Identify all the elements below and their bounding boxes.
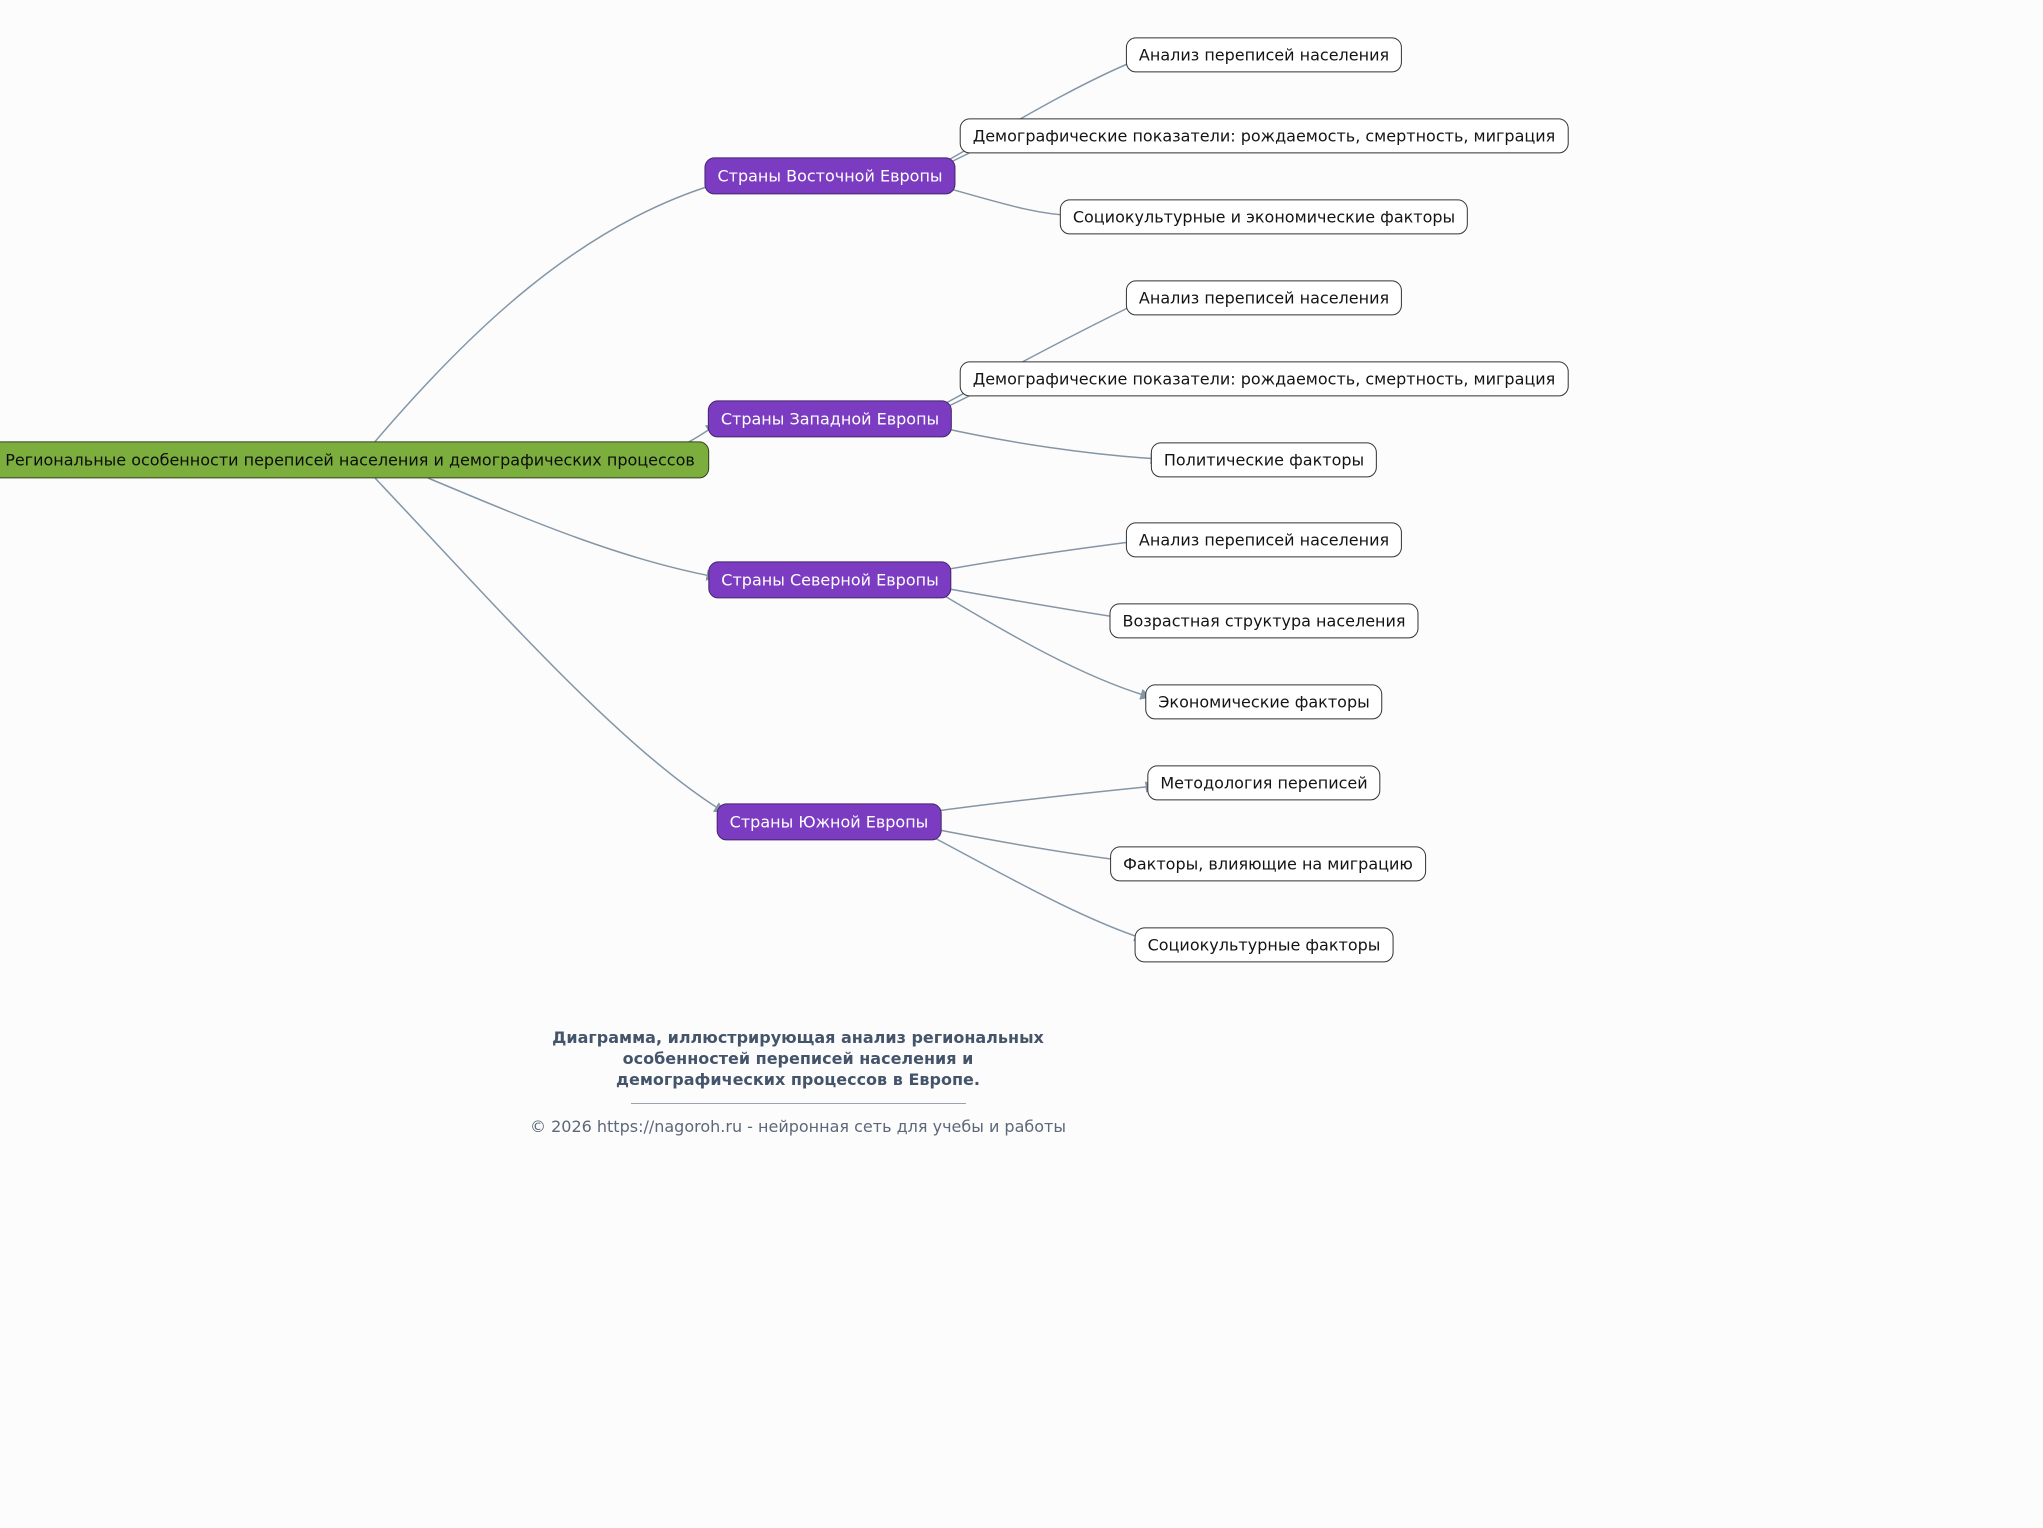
edge-south-2 (928, 827, 1129, 866)
branch-node-western-europe: Страны Западной Европы (707, 400, 953, 438)
footer: Диаграмма, иллюстрирующая анализ региона… (530, 1028, 1066, 1136)
copyright-text: © 2026 https://nagoroh.ru - нейронная се… (529, 1117, 1067, 1137)
edge-root-east (372, 181, 718, 445)
branch-node-eastern-europe: Страны Восточной Европы (704, 157, 956, 195)
caption-text: Диаграмма, иллюстрирующая анализ региона… (530, 1028, 1066, 1090)
edge-north-1 (937, 536, 1140, 572)
leaf-node-east-sociocultural-economic: Социокультурные и экономические факторы (1059, 199, 1469, 235)
edge-west-3 (937, 426, 1162, 465)
edge-root-north (427, 477, 718, 581)
root-node: Региональные особенности переписей насел… (0, 441, 709, 479)
leaf-node-north-census-analysis: Анализ переписей населения (1125, 522, 1403, 558)
edge-north-3 (937, 591, 1152, 700)
divider-line (630, 1103, 966, 1105)
leaf-node-west-census-analysis: Анализ переписей населения (1125, 280, 1403, 316)
caption-line: особенностей переписей населения и (622, 1048, 974, 1068)
leaf-node-east-census-analysis: Анализ переписей населения (1125, 37, 1403, 73)
leaf-node-north-age-structure: Возрастная структура населения (1109, 603, 1419, 639)
leaf-node-east-demographic-indicators: Демографические показатели: рождаемость,… (959, 118, 1569, 154)
leaf-node-west-political-factors: Политические факторы (1150, 442, 1378, 478)
edge-east-3 (939, 185, 1081, 222)
edge-south-1 (928, 781, 1157, 813)
caption-line: Диаграмма, иллюстрирующая анализ региона… (552, 1028, 1044, 1047)
leaf-node-south-census-methodology: Методология переписей (1147, 765, 1381, 801)
branch-node-northern-europe: Страны Северной Европы (708, 561, 952, 599)
edge-south-3 (928, 834, 1146, 942)
leaf-node-south-migration-factors: Факторы, влияющие на миграцию (1110, 846, 1426, 882)
edge-root-south (374, 477, 726, 813)
branch-node-southern-europe: Страны Южной Европы (716, 803, 942, 841)
leaf-node-west-demographic-indicators: Демографические показатели: рождаемость,… (959, 361, 1569, 397)
leaf-node-north-economic-factors: Экономические факторы (1145, 684, 1383, 720)
leaf-node-south-sociocultural-factors: Социокультурные факторы (1134, 927, 1394, 963)
caption-line: демографических процессов в Европе. (616, 1069, 980, 1089)
edge-north-2 (937, 586, 1124, 623)
